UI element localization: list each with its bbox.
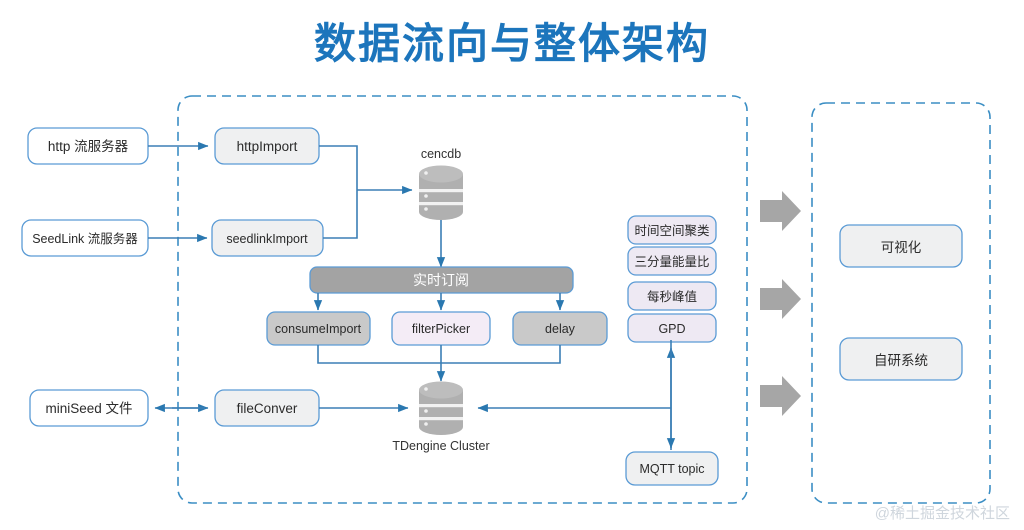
mqtt-topic[interactable]: MQTT topic bbox=[625, 451, 719, 486]
output-arrow-2 bbox=[760, 279, 801, 319]
source-http-label: http 流服务器 bbox=[48, 139, 129, 154]
mqtt-topic-box[interactable] bbox=[625, 451, 719, 486]
database-cencdb[interactable]: cencdb bbox=[419, 147, 463, 220]
page-title: 数据流向与整体架构 bbox=[314, 20, 710, 67]
importer-fileconver[interactable]: fileConver bbox=[214, 389, 320, 427]
output-arrow-3 bbox=[760, 376, 801, 416]
importer-fileconver-label: fileConver bbox=[237, 401, 298, 416]
algorithm-gpd[interactable]: GPD bbox=[627, 313, 717, 343]
realtime-subscription-label: 实时订阅 bbox=[413, 272, 469, 288]
source-seedlink-label: SeedLink 流服务器 bbox=[32, 231, 138, 246]
output-visualization-box[interactable] bbox=[839, 224, 963, 268]
algorithm-spatiotemporal-clustering-box[interactable] bbox=[627, 215, 717, 245]
consumer-filterpicker-label: filterPicker bbox=[412, 322, 470, 336]
consumer-consumeimport[interactable]: consumeImport bbox=[266, 311, 371, 346]
database-tdengine-cluster[interactable]: TDengine Cluster bbox=[392, 381, 490, 454]
cylinder-top-tdengine bbox=[419, 381, 463, 399]
database-cencdb-label: cencdb bbox=[421, 147, 461, 161]
importer-seedlink[interactable]: seedlinkImport bbox=[211, 219, 324, 257]
connector-httpimport-to-merge bbox=[319, 145, 358, 190]
importer-seedlink-label: seedlinkImport bbox=[226, 232, 308, 246]
algorithm-spatiotemporal-clustering[interactable]: 时间空间聚类 bbox=[627, 215, 717, 245]
importer-http[interactable]: httpImport bbox=[214, 127, 320, 165]
database-tdengine-label: TDengine Cluster bbox=[392, 439, 489, 453]
importer-http-label: httpImport bbox=[237, 139, 298, 154]
source-seedlink[interactable]: SeedLink 流服务器 bbox=[21, 219, 149, 257]
cylinder-top-cencdb bbox=[419, 165, 463, 183]
connector-seedlinkimport-to-merge bbox=[323, 190, 358, 239]
algorithm-gpd-label: GPD bbox=[658, 322, 685, 336]
watermark: @稀土掘金技术社区 bbox=[875, 505, 1010, 522]
algorithm-peak-per-second[interactable]: 每秒峰值 bbox=[627, 281, 717, 311]
realtime-subscription-bar[interactable]: 实时订阅 bbox=[309, 266, 574, 294]
source-http[interactable]: http 流服务器 bbox=[27, 127, 149, 165]
output-self-developed-system[interactable]: 自研系统 bbox=[839, 337, 963, 381]
output-self-developed-system-label: 自研系统 bbox=[874, 353, 928, 368]
source-miniseed[interactable]: miniSeed 文件 bbox=[29, 389, 149, 427]
consumer-delay[interactable]: delay bbox=[512, 311, 608, 346]
pipeline-panel bbox=[177, 95, 748, 504]
source-miniseed-label: miniSeed 文件 bbox=[45, 401, 132, 416]
output-visualization[interactable]: 可视化 bbox=[839, 224, 963, 268]
output-arrow-1 bbox=[760, 191, 801, 231]
algorithm-three-component-energy-ratio-box[interactable] bbox=[627, 246, 717, 276]
output-visualization-label: 可视化 bbox=[881, 240, 922, 255]
algorithm-three-component-energy-ratio[interactable]: 三分量能量比 bbox=[627, 246, 717, 276]
connector-consumers-merge bbox=[317, 345, 561, 364]
output-self-developed-system-box[interactable] bbox=[839, 337, 963, 381]
consumer-delay-label: delay bbox=[545, 322, 576, 336]
algorithm-peak-per-second-label: 每秒峰值 bbox=[647, 289, 697, 304]
mqtt-topic-label: MQTT topic bbox=[639, 462, 704, 476]
algorithm-spatiotemporal-clustering-label: 时间空间聚类 bbox=[634, 224, 710, 238]
algorithm-three-component-energy-ratio-label: 三分量能量比 bbox=[634, 255, 709, 269]
consumer-panel bbox=[811, 102, 991, 504]
consumer-filterpicker[interactable]: filterPicker bbox=[391, 311, 491, 346]
consumer-consumeimport-label: consumeImport bbox=[275, 322, 362, 336]
algorithm-peak-per-second-box[interactable] bbox=[627, 281, 717, 311]
source-miniseed-box[interactable] bbox=[29, 389, 149, 427]
algorithm-gpd-box[interactable] bbox=[627, 313, 717, 343]
